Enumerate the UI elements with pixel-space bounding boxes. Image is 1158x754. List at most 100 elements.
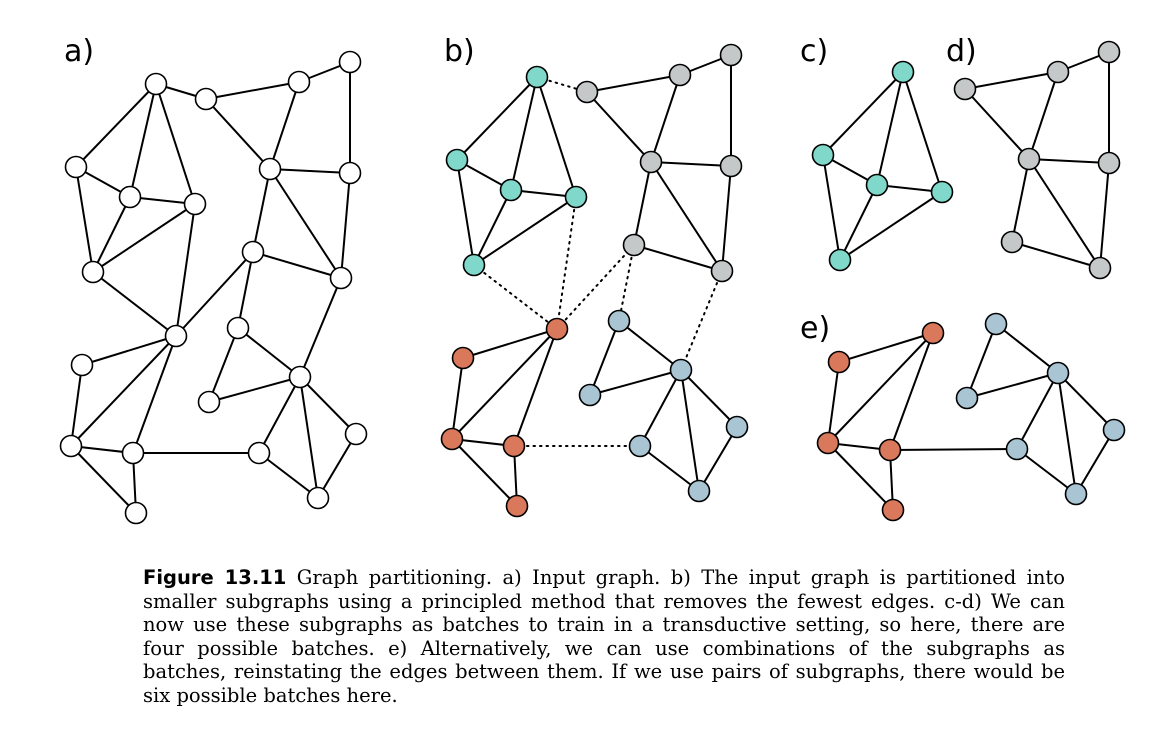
graph-edge — [650, 74, 681, 163]
graph-edge — [1028, 158, 1110, 164]
figure-caption: Figure 13.11 Graph partitioning. a) Inpu… — [143, 566, 1065, 707]
graph-edge — [92, 196, 131, 273]
graph-node — [575, 80, 599, 104]
graph-edge — [680, 369, 700, 492]
graph-node — [462, 253, 486, 277]
graph-node — [628, 434, 652, 458]
graph-node — [827, 350, 851, 374]
graph-edge — [650, 161, 723, 272]
graph-edge — [269, 81, 300, 170]
graph-node — [144, 72, 168, 96]
graph-node — [710, 259, 734, 283]
graph-edge — [966, 323, 997, 399]
graph-edge — [827, 361, 840, 444]
graph-node — [445, 148, 469, 172]
graph-node — [639, 150, 663, 174]
graph-edge — [132, 335, 177, 454]
graph-edge — [721, 165, 732, 272]
graph-edge — [633, 161, 652, 246]
graph-node — [124, 501, 148, 525]
graph-edge — [175, 251, 254, 337]
graph-edge — [70, 364, 83, 447]
graph-edge — [205, 98, 271, 170]
graph-edge — [175, 203, 196, 337]
graph-edge — [208, 327, 239, 403]
graph-edge — [1075, 429, 1115, 495]
graph-edge — [451, 357, 464, 440]
graph-edge — [838, 332, 934, 363]
graph-node — [197, 390, 221, 414]
graph-node — [1097, 151, 1121, 175]
graph-node — [288, 365, 312, 389]
graph-node — [338, 161, 362, 185]
graph-edge — [633, 244, 723, 272]
graph-edge — [513, 328, 558, 447]
graph-node — [878, 438, 902, 462]
panel-label-b: b) — [444, 34, 475, 69]
graph-node — [183, 192, 207, 216]
panel-label-d: d) — [946, 34, 977, 69]
graph-edge — [92, 271, 177, 337]
graph-node — [258, 157, 282, 181]
graph-edge — [70, 445, 137, 514]
graph-edge — [650, 161, 732, 167]
graph-edge — [269, 168, 351, 174]
graph-node — [953, 77, 977, 101]
graph-edge — [1016, 372, 1059, 450]
panel-labels: a)b)c)d)e) — [64, 34, 977, 346]
removed-edge — [556, 244, 635, 330]
graph-node — [719, 43, 743, 67]
graph-node — [451, 346, 475, 370]
figure-number: Figure 13.11 — [143, 566, 287, 589]
graph-edge — [876, 71, 904, 186]
graph-panel-c — [811, 60, 954, 272]
graph-panel-e — [816, 312, 1126, 522]
graph-edge — [252, 168, 271, 253]
graph-node — [1088, 256, 1112, 280]
graph-node — [865, 173, 889, 197]
graph-node — [1005, 437, 1029, 461]
graph-edge — [299, 376, 357, 435]
graph-edge — [827, 332, 934, 444]
graph-edge — [1057, 372, 1115, 431]
graph-node — [1046, 60, 1070, 84]
graph-edge — [299, 277, 342, 378]
graph-edge — [208, 376, 301, 403]
graph-node — [502, 434, 526, 458]
graph-edge — [1028, 158, 1101, 269]
graph-edge — [462, 328, 558, 359]
graph-panel-a — [59, 50, 368, 525]
graph-edge — [639, 369, 682, 447]
graph-node — [1000, 230, 1024, 254]
graph-node — [881, 498, 905, 522]
graph-edge — [473, 196, 577, 266]
graph-edge — [1011, 241, 1101, 269]
graph-node — [1097, 40, 1121, 64]
graph-node — [1102, 418, 1126, 442]
graph-node — [226, 316, 250, 340]
graph-edge — [966, 372, 1059, 399]
graph-edge — [589, 369, 682, 396]
graph-edge — [822, 71, 904, 156]
graph-node — [955, 386, 979, 410]
graph-edge — [75, 83, 157, 168]
graph-node — [329, 266, 353, 290]
graph-panels — [59, 40, 1126, 525]
graph-node — [1017, 147, 1041, 171]
graph-node — [930, 180, 954, 204]
graph-edge — [1011, 158, 1030, 243]
panel-label-c: c) — [800, 34, 828, 69]
graph-edge — [451, 438, 518, 507]
graph-panel-b — [440, 43, 749, 518]
graph-edge — [1028, 71, 1059, 160]
graph-node — [564, 185, 588, 209]
graph-edge — [237, 251, 254, 329]
graph-edge — [269, 168, 342, 279]
graph-node — [64, 155, 88, 179]
graph-node — [194, 87, 218, 111]
graph-edge — [205, 81, 300, 100]
graph-node — [607, 309, 631, 333]
graph-node — [505, 494, 529, 518]
graph-node — [1046, 361, 1070, 385]
graph-edge — [1099, 162, 1110, 269]
